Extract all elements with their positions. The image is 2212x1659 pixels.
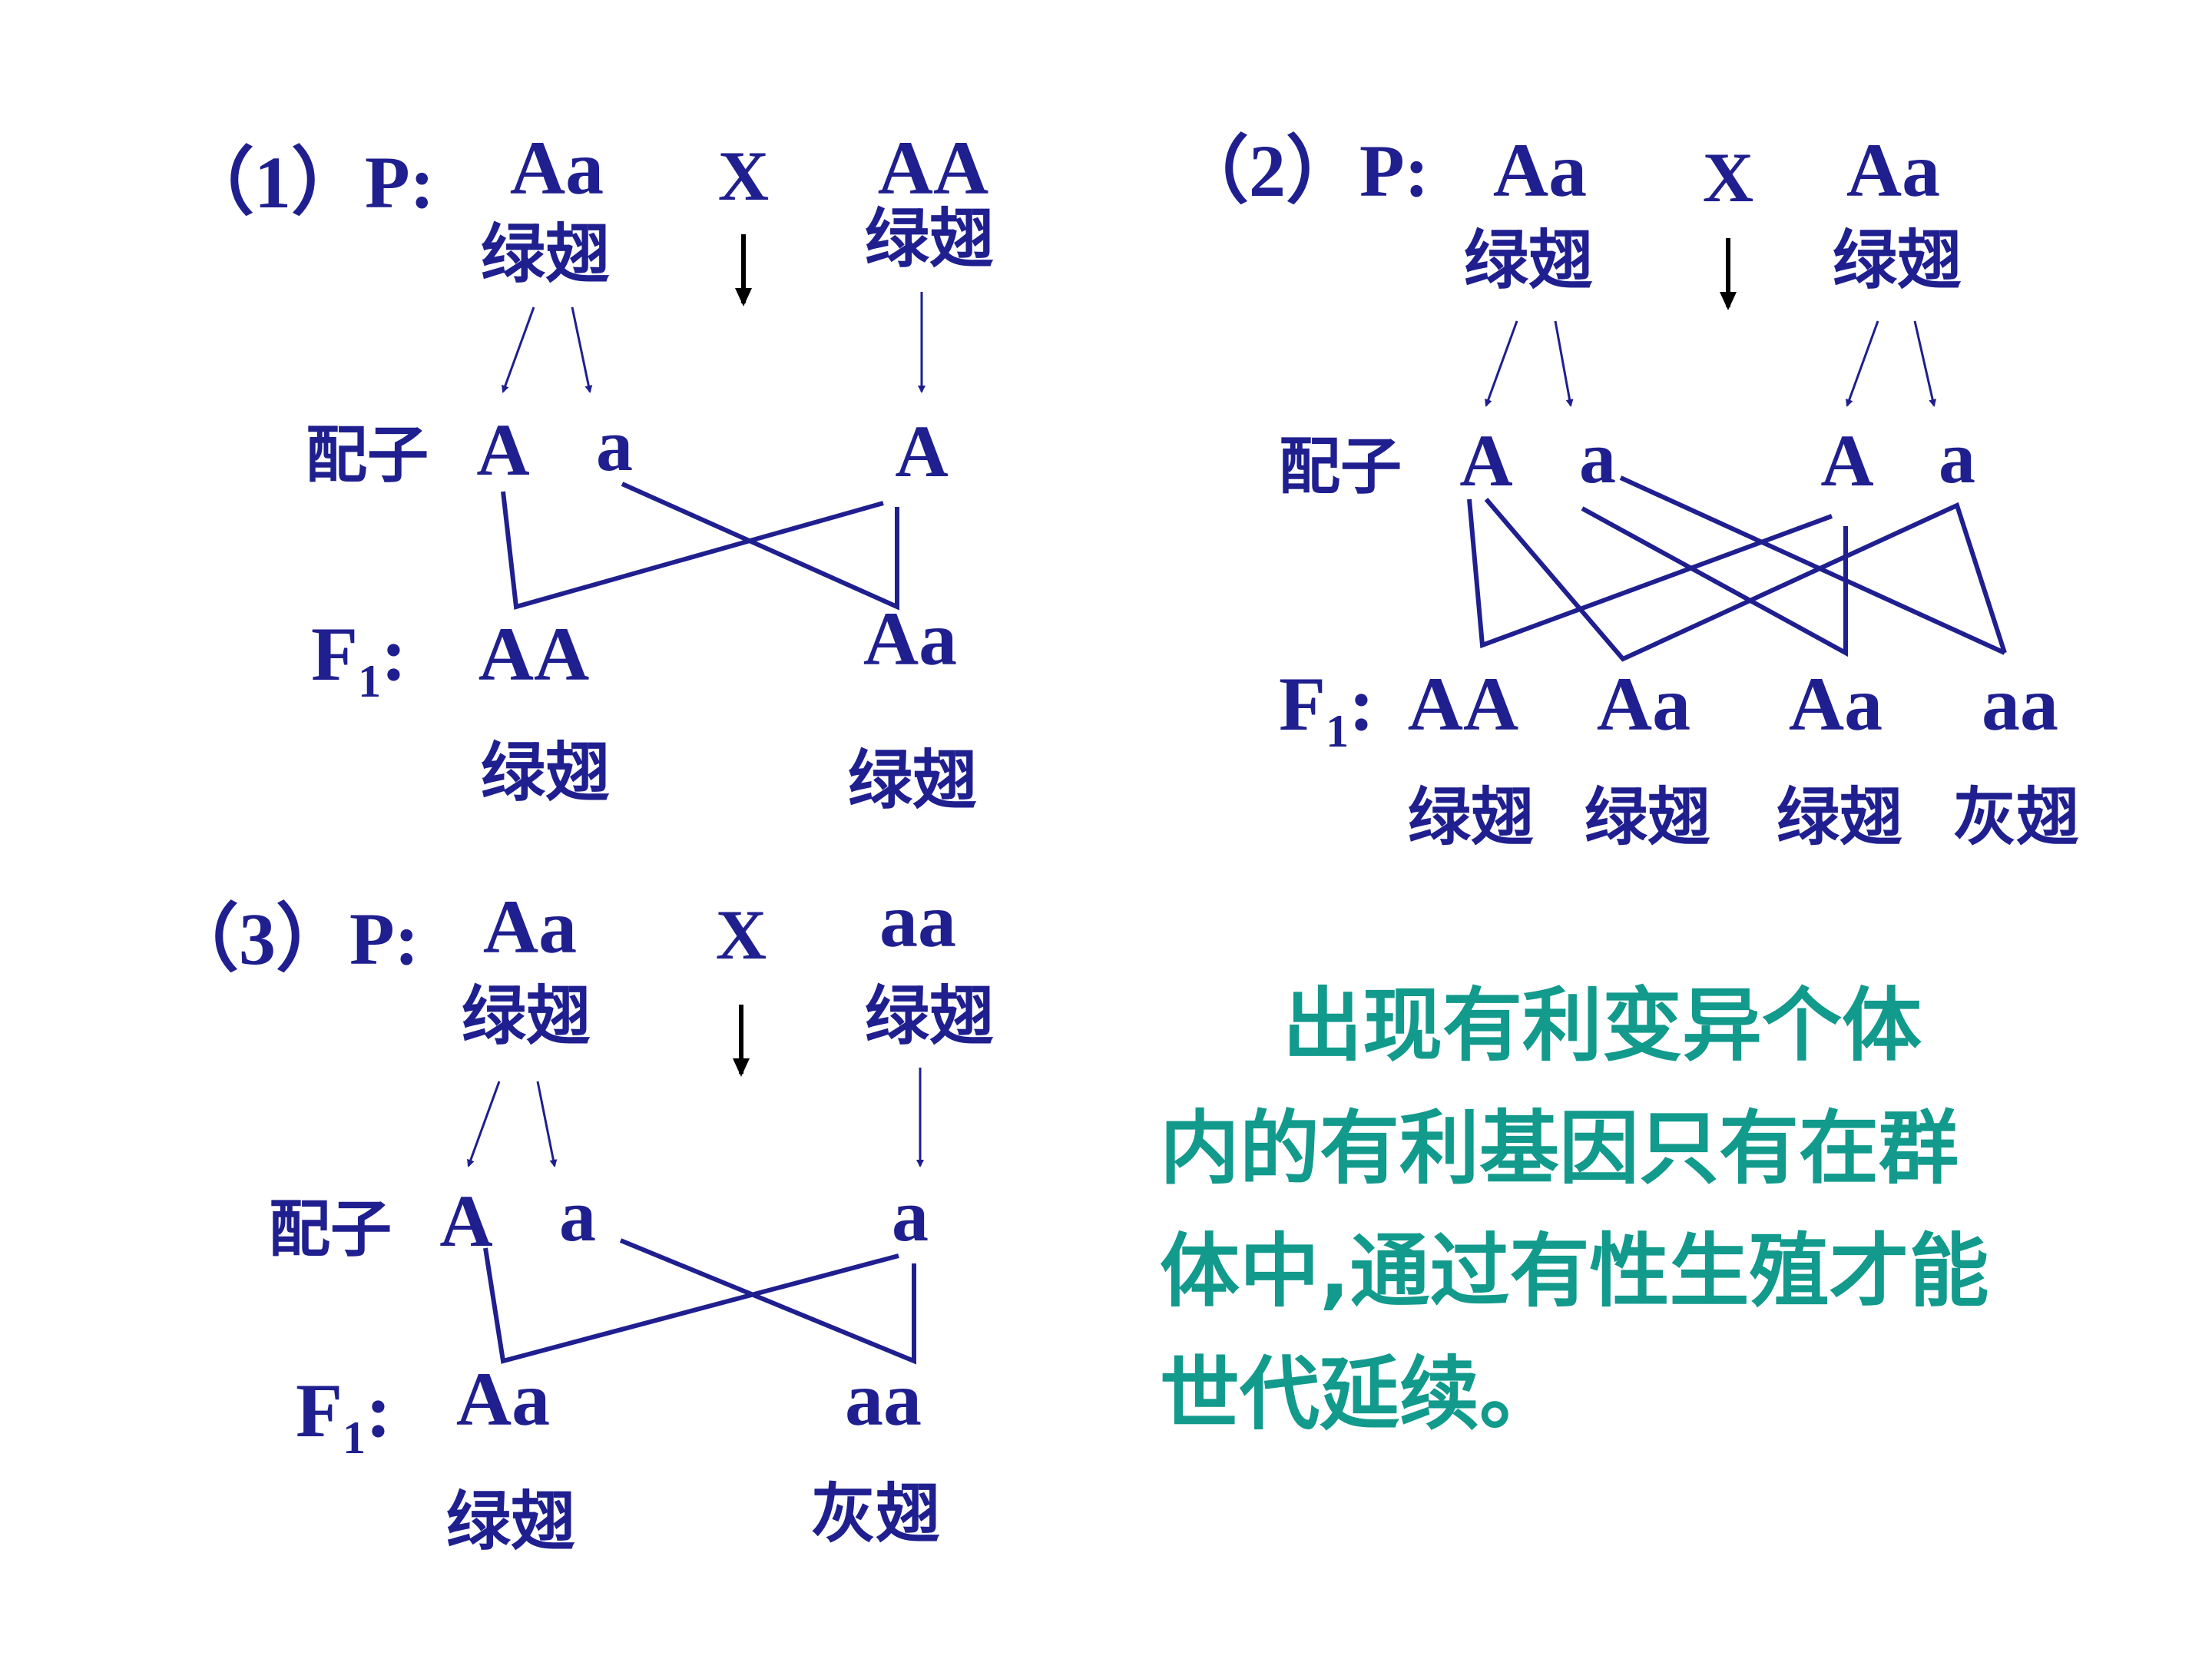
panel1-gamete-arrow (502, 306, 535, 393)
panel3-p1-genotype: Aa (483, 884, 577, 969)
panel2-label: （2）P: (1175, 130, 1429, 212)
panel3-cross-symbol: X (716, 896, 767, 974)
panel2-p1-phenotype: 绿翅 (1464, 223, 1593, 298)
panel2-offspring-genotype: Aa (1789, 661, 1883, 747)
panel2-gamete-arrow (1846, 320, 1879, 407)
panel3-offspring-genotype: aa (845, 1356, 922, 1442)
panel3-p2-phenotype: 绿翅 (865, 979, 994, 1054)
panel1-cross-line (501, 491, 884, 610)
panel1-f1-label: F1: (311, 611, 406, 707)
panel1-gamete: a (596, 404, 633, 486)
panel1-offspring-phenotype: 绿翅 (481, 735, 610, 810)
panel1-gamete: A (476, 409, 529, 491)
panel3-gamete: a (892, 1174, 929, 1257)
note-line: 世代延续。 (1160, 1347, 1560, 1441)
panel2-offspring-phenotype: 绿翅 (1408, 781, 1534, 854)
note-line: 内的有利基因只有在群 (1160, 1101, 1959, 1195)
panel2-gamete: a (1939, 416, 1975, 498)
panel3-gamete-arrow (536, 1081, 558, 1167)
panel3-gamete-label: 配子 (269, 1194, 392, 1265)
panel2-f1-label: F1: (1279, 661, 1374, 757)
note-line: 体中,通过有性生殖才能 (1160, 1224, 1989, 1318)
panel3-offspring-phenotype: 绿翅 (446, 1484, 575, 1559)
panel2-offspring-phenotype: 绿翅 (1777, 781, 1902, 854)
panel2-cross-line (1484, 498, 2007, 662)
panel1-p2-genotype: AA (878, 125, 988, 210)
panel3-p1-phenotype: 绿翅 (462, 979, 591, 1054)
panel2-offspring-phenotype: 绿翅 (1584, 781, 1710, 854)
panel3-offspring-phenotype: 灰翅 (811, 1476, 940, 1551)
panel2-cross-line (1467, 498, 1833, 649)
panel3-cross-line (619, 1238, 916, 1365)
panel3-gamete: A (439, 1180, 492, 1262)
panel2-gamete-arrow (1485, 320, 1518, 407)
panel2-p2-genotype: Aa (1846, 127, 1940, 213)
panel-1: （1）P: Aa 绿翅 X AA 绿翅 配子 A a A F1: AA Aa 绿… (180, 125, 994, 818)
note-line: 出现有利变异个体 (1283, 979, 1922, 1072)
panel3-label: （3）P: (165, 898, 419, 980)
panel1-cross-line (621, 482, 899, 611)
panel2-gamete-arrow (1913, 320, 1937, 407)
panel1-gamete-label: 配子 (306, 419, 429, 491)
panel2-offspring-genotype: AA (1408, 661, 1518, 747)
panel2-cross-symbol: X (1703, 138, 1753, 217)
panel1-offspring-genotype: Aa (863, 596, 957, 681)
panel2-cross-line (1619, 475, 2006, 655)
panel1-offspring-phenotype: 绿翅 (848, 743, 977, 818)
panel3-f1-label: F1: (296, 1368, 391, 1463)
panel1-label: （1）P: (180, 141, 435, 224)
panel1-p2-phenotype: 绿翅 (865, 201, 994, 276)
panel1-cross-symbol: X (718, 137, 769, 215)
panel1-offspring-genotype: AA (478, 611, 589, 697)
panel2-gamete: A (1459, 419, 1512, 502)
panel2-gamete-arrow (1554, 320, 1574, 407)
panel2-p2-phenotype: 绿翅 (1833, 223, 1962, 298)
panel1-p1-phenotype: 绿翅 (481, 217, 610, 292)
panel1-gamete: A (895, 410, 948, 492)
panel2-gamete-label: 配子 (1279, 431, 1402, 502)
panel2-offspring-genotype: aa (1982, 661, 2058, 747)
explanation-note: 出现有利变异个体 内的有利基因只有在群 体中,通过有性生殖才能 世代延续。 (1160, 964, 2104, 1455)
panel2-gamete: a (1579, 416, 1616, 498)
panel-3: （3）P: Aa 绿翅 X aa 绿翅 配子 A a a F1: Aa aa 绿… (165, 878, 994, 1559)
panel2-p1-genotype: Aa (1493, 127, 1587, 213)
panel3-cross-line (483, 1247, 899, 1364)
panel2-offspring-phenotype: 灰翅 (1953, 781, 2079, 854)
panel2-cross-line (1581, 506, 1848, 657)
panel2-gamete: A (1820, 419, 1873, 502)
panel3-gamete-arrow (467, 1081, 501, 1167)
panel1-p1-genotype: Aa (510, 125, 604, 210)
panel1-gamete-arrow (571, 306, 593, 393)
panel-2: （2）P: Aa 绿翅 X Aa 绿翅 配子 A a A a F1: AA Aa… (1175, 127, 2079, 854)
panel3-p2-genotype: aa (879, 878, 956, 963)
panel2-offspring-genotype: Aa (1597, 661, 1690, 747)
panel3-offspring-genotype: Aa (456, 1356, 550, 1442)
panel3-gamete: a (559, 1174, 596, 1257)
